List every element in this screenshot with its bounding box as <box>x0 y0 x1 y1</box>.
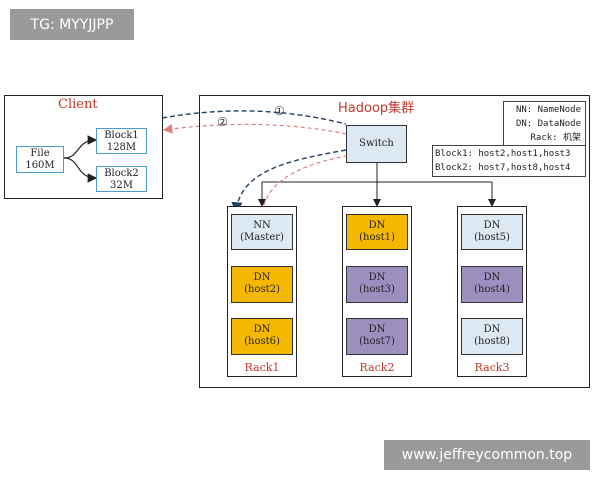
legend-dn: DN: DataNode <box>515 119 581 129</box>
rack1-node3-role: DN <box>253 324 271 335</box>
file-to-block2-arrow <box>63 157 98 183</box>
rack-3-label: Rack3 <box>474 361 510 374</box>
rack2-node1-role: DN <box>368 220 386 231</box>
block1-box-line1: Block1 <box>104 130 139 141</box>
legend-rack: Rack: 机架 <box>530 133 581 143</box>
rack1-node1-role: NN <box>253 220 271 231</box>
hadoop-cluster-title: Hadoop集群 <box>338 101 415 116</box>
rack1-datanode-host6: DN (host6) <box>231 318 293 355</box>
client-panel <box>4 95 163 199</box>
block-map-block1: Block1: host2,host1,host3 <box>435 149 571 159</box>
rack-2-label: Rack2 <box>359 361 395 374</box>
rack2-node2-role: DN <box>368 272 386 283</box>
file-box-line1: File <box>30 148 50 159</box>
rack1-node2-role: DN <box>253 272 271 283</box>
block2-box-line2: 32M <box>110 180 133 191</box>
watermark-bottom-right: www.jeffreycommon.top <box>384 440 590 470</box>
hadoop-cluster-panel <box>199 95 590 388</box>
rack2-node2-host: (host3) <box>359 284 395 295</box>
rack2-datanode-host1: DN (host1) <box>346 214 408 250</box>
request-arrow-path <box>161 110 347 125</box>
switch-label: Switch <box>359 138 394 149</box>
file-to-block1-arrow <box>63 135 98 159</box>
rack3-node2-role: DN <box>483 272 501 283</box>
rack1-node3-host: (host6) <box>244 336 280 347</box>
switch-node: Switch <box>346 125 407 163</box>
rack3-node1-host: (host5) <box>474 232 510 243</box>
rack2-node1-host: (host1) <box>359 232 395 243</box>
rack3-datanode-host5: DN (host5) <box>461 214 523 250</box>
block-map-block2: Block2: host7,host8,host4 <box>435 163 571 173</box>
file-box: File 160M <box>16 146 64 173</box>
rack3-node3-host: (host8) <box>474 336 510 347</box>
step-2-label: ② <box>217 115 228 129</box>
file-box-line2: 160M <box>25 160 55 171</box>
block1-box: Block1 128M <box>96 128 147 154</box>
block2-box-line1: Block2 <box>104 168 139 179</box>
rack2-node3-role: DN <box>368 324 386 335</box>
step-1-label: ① <box>274 104 285 118</box>
watermark-top-left: TG: MYYJJPP <box>10 9 134 40</box>
request-arrow-to-nn <box>231 149 347 214</box>
rack3-datanode-host4: DN (host4) <box>461 266 523 303</box>
block1-box-line2: 128M <box>106 142 137 153</box>
legend-box: NN: NameNode DN: DataNode Rack: 机架 <box>503 101 586 146</box>
client-title: Client <box>58 97 98 112</box>
rack3-node3-role: DN <box>483 324 501 335</box>
rack1-namenode-master: NN (Master) <box>231 214 293 250</box>
rack-1-label: Rack1 <box>244 361 280 374</box>
response-arrow-from-nn <box>261 155 347 213</box>
rack2-datanode-host7: DN (host7) <box>346 318 408 355</box>
rack2-node3-host: (host7) <box>359 336 395 347</box>
rack2-datanode-host3: DN (host3) <box>346 266 408 303</box>
legend-nn: NN: NameNode <box>515 105 581 115</box>
rack3-datanode-host8: DN (host8) <box>461 318 523 355</box>
response-arrow-to-client <box>162 123 347 135</box>
block-map-box: Block1: host2,host1,host3 Block2: host7,… <box>432 145 586 177</box>
rack3-node2-host: (host4) <box>474 284 510 295</box>
rack1-datanode-host2: DN (host2) <box>231 266 293 303</box>
rack3-node1-role: DN <box>483 220 501 231</box>
block2-box: Block2 32M <box>96 166 147 192</box>
rack1-node2-host: (host2) <box>244 284 280 295</box>
rack1-node1-host: (Master) <box>240 232 284 243</box>
